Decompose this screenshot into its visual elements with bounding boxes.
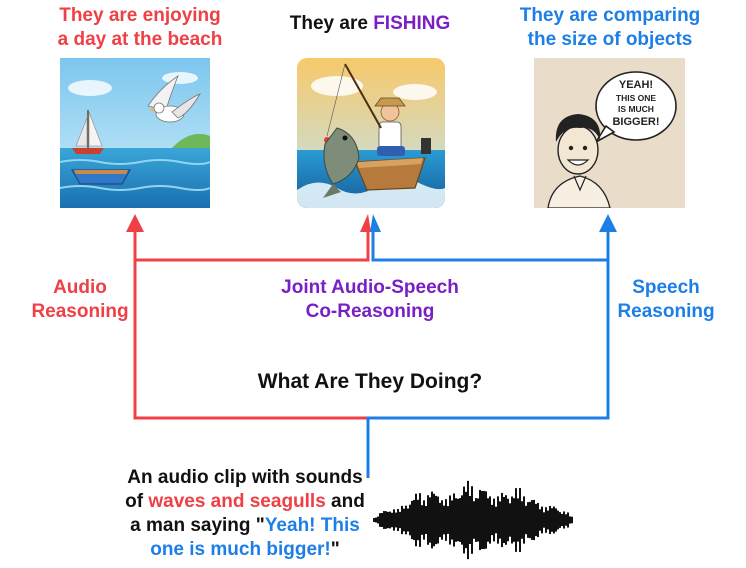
audio-description-line3: a man saying "Yeah! This (100, 514, 390, 538)
speech-path-line (366, 228, 610, 478)
comic-illustration: YEAH! THIS ONE IS MUCH BIGGER! (534, 58, 685, 208)
caption-compare: They are comparing the size of objects (495, 4, 725, 52)
speech-reasoning-line2: Reasoning (617, 301, 715, 322)
caption-fishing-highlight: FISHING (373, 13, 451, 34)
speech-reasoning-line1: Speech (632, 277, 700, 298)
audio-description-line3-prefix: a man saying " (130, 515, 265, 536)
fishing-illustration (297, 58, 445, 208)
audio-description-sounds: waves and seagulls (148, 491, 326, 512)
bubble-line2: THIS ONE (616, 93, 656, 103)
audio-description-line1: An audio clip with sounds (127, 467, 363, 488)
joint-reasoning-line1: Joint Audio-Speech (281, 277, 459, 298)
audio-waveform-icon (373, 480, 573, 560)
bubble-line3: IS MUCH (618, 104, 654, 114)
arrow-head-compare (599, 214, 617, 232)
caption-fishing: They are FISHING (255, 12, 485, 36)
bubble-line1: YEAH! (619, 79, 653, 91)
bubble-line4: BIGGER! (612, 116, 659, 128)
audio-description-speech-part1: Yeah! This (264, 515, 360, 536)
audio-description-line2: of waves and seagulls and (100, 490, 390, 514)
caption-beach: They are enjoying a day at the beach (30, 4, 250, 52)
joint-reasoning-line2: Co-Reasoning (305, 301, 435, 322)
caption-compare-line2: the size of objects (527, 29, 693, 50)
speech-reasoning-label: Speech Reasoning (608, 276, 724, 324)
audio-description: An audio clip with sounds of waves and s… (100, 466, 390, 562)
joint-reasoning-label: Joint Audio-Speech Co-Reasoning (250, 276, 490, 324)
audio-description-line4-suffix: " (330, 539, 340, 560)
audio-joint-line (135, 228, 370, 262)
caption-compare-line1: They are comparing (519, 5, 701, 26)
caption-beach-line2: a day at the beach (57, 29, 223, 50)
caption-fishing-prefix: They are (289, 13, 374, 34)
arrow-head-beach (126, 214, 144, 232)
audio-description-line2-prefix: of (125, 491, 149, 512)
beach-illustration (60, 58, 210, 208)
audio-reasoning-label: Audio Reasoning (18, 276, 142, 324)
arrow-head-fishing-red (360, 214, 371, 232)
caption-beach-line1: They are enjoying (59, 5, 221, 26)
arrow-head-fishing-blue (370, 214, 381, 232)
question-text: What Are They Doing? (257, 370, 483, 393)
speech-joint-line (371, 228, 608, 262)
audio-description-line2-suffix: and (325, 491, 365, 512)
audio-reasoning-line2: Reasoning (31, 301, 129, 322)
audio-description-line4: one is much bigger!" (100, 538, 390, 562)
audio-path-line (133, 228, 368, 420)
audio-reasoning-line1: Audio (53, 277, 107, 298)
audio-description-speech-part2: one is much bigger! (150, 539, 331, 560)
